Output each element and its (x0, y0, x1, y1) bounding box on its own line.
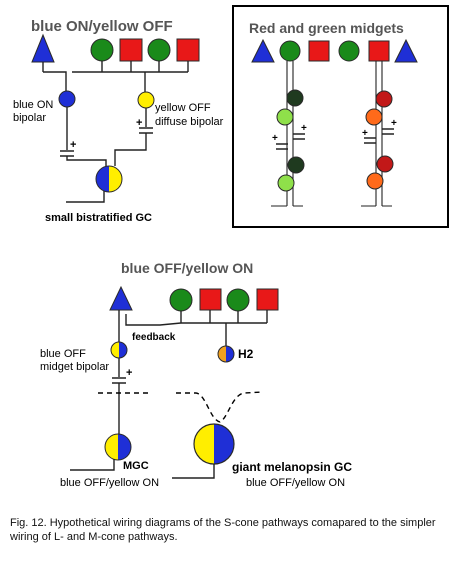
l-cone-red-icon (368, 40, 390, 62)
wire (43, 71, 67, 92)
on-midget-bipolar-red-icon (365, 108, 383, 126)
synapse (112, 377, 126, 384)
l-cone-red-icon (256, 288, 279, 311)
feedback-wire (125, 314, 182, 326)
axon (172, 464, 215, 479)
plus-sign: + (272, 133, 278, 144)
dashed-inner-plexiform-line (176, 391, 263, 423)
m-cone-green-icon (169, 288, 193, 312)
plus-sign: + (391, 118, 397, 129)
label-giant-melanopsin: giant melanopsin GC (232, 460, 352, 474)
label-giant-response: blue OFF/yellow ON (246, 477, 345, 489)
synapse (364, 137, 376, 144)
h2-cell-icon (217, 345, 235, 363)
panel-title-blue-off: blue OFF/yellow ON (121, 260, 253, 276)
label-blue-off: blue OFF (40, 348, 86, 360)
giant-melanopsin-gc-icon (193, 423, 235, 465)
plus-sign: + (136, 117, 142, 129)
on-midget-gc-green-icon (277, 174, 295, 192)
synapse (382, 128, 394, 135)
panel-title-midgets: Red and green midgets (249, 20, 404, 36)
plus-sign: + (362, 128, 368, 139)
wire (180, 310, 268, 323)
m-cone-green-icon (338, 40, 360, 62)
plus-sign: + (70, 139, 76, 151)
s-cone-blue-icon (251, 38, 275, 63)
panel-frame (232, 5, 449, 228)
wire (114, 133, 147, 166)
off-midget-bipolar-red-icon (375, 90, 393, 108)
mgc-icon (104, 433, 132, 461)
panel-blue-off-yellow-on: blue OFF/yellow ON feedback H2 blue OFF … (40, 260, 352, 489)
wire (101, 61, 189, 72)
label-mgc: MGC (123, 460, 149, 472)
yellow-off-bipolar-icon (137, 91, 155, 109)
l-cone-red-icon (199, 288, 222, 311)
label-yellow-off: yellow OFF (155, 102, 211, 114)
off-midget-bipolar-green-icon (286, 89, 304, 107)
label-h2: H2 (238, 347, 254, 361)
on-midget-gc-red-icon (366, 172, 384, 190)
s-cone-blue-icon (109, 285, 133, 311)
m-cone-green-icon (226, 288, 250, 312)
m-cone-green-icon (90, 38, 114, 62)
synapse (293, 133, 305, 140)
blue-on-bipolar-icon (58, 90, 76, 108)
label-mgc-response: blue OFF/yellow ON (60, 477, 159, 489)
label-feedback: feedback (132, 332, 176, 343)
panel-title-blue-on: blue ON/yellow OFF (31, 18, 173, 35)
blue-off-midget-bipolar-icon (110, 341, 128, 359)
synapse (60, 150, 74, 157)
l-cone-red-icon (308, 40, 330, 62)
l-cone-red-icon (176, 38, 200, 62)
axon (66, 191, 105, 203)
small-bistratified-gc-icon (95, 165, 123, 193)
s-cone-blue-icon (31, 33, 55, 63)
synapse (276, 143, 288, 150)
l-cone-red-icon (119, 38, 143, 62)
plus-sign: + (301, 123, 307, 134)
label-midget-bipolar: midget bipolar (40, 361, 109, 373)
on-midget-bipolar-green-icon (276, 108, 294, 126)
label-blue-on: blue ON (13, 99, 53, 111)
wire (66, 156, 107, 166)
label-bipolar: bipolar (13, 112, 46, 124)
label-diffuse-bipolar: diffuse bipolar (155, 116, 224, 128)
off-midget-gc-green-icon (287, 156, 305, 174)
s-cone-blue-icon (394, 38, 418, 63)
figure-caption: Fig. 12. Hypothetical wiring diagrams of… (10, 517, 436, 543)
axon (70, 459, 115, 471)
plus-sign: + (126, 367, 132, 379)
panel-blue-on-yellow-off: blue ON/yellow OFF blue ON bipolar + yel… (13, 18, 224, 224)
label-small-bistratified: small bistratified GC (45, 212, 152, 224)
m-cone-green-icon (279, 40, 301, 62)
m-cone-green-icon (147, 38, 171, 62)
panel-red-green-midgets: Red and green midgets + + + + (232, 5, 449, 228)
off-midget-gc-red-icon (376, 155, 394, 173)
